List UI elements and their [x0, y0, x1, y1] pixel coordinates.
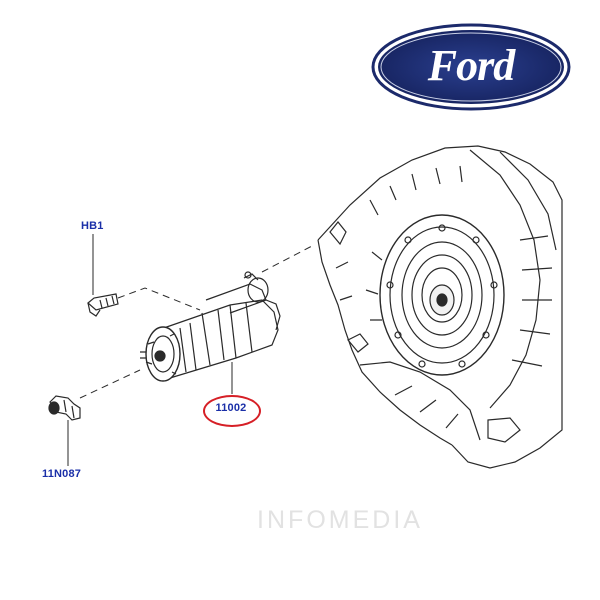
ford-logo — [371, 23, 571, 111]
leader-lines — [67, 234, 233, 466]
label-11n087: 11N087 — [42, 468, 82, 480]
bolt-hb1 — [87, 293, 119, 317]
label-hb1: HB1 — [81, 220, 104, 232]
assembly-guide-lines — [79, 245, 313, 399]
label-11002: 11002 — [215, 402, 247, 414]
ford-logo-script: Ford — [427, 41, 515, 90]
starter-callout-ring — [203, 395, 261, 427]
transmission-housing — [317, 145, 563, 469]
starter-motor — [140, 271, 281, 382]
bracket-11n087 — [48, 395, 81, 421]
infomedia-watermark: INFOMEDIA — [257, 506, 423, 534]
